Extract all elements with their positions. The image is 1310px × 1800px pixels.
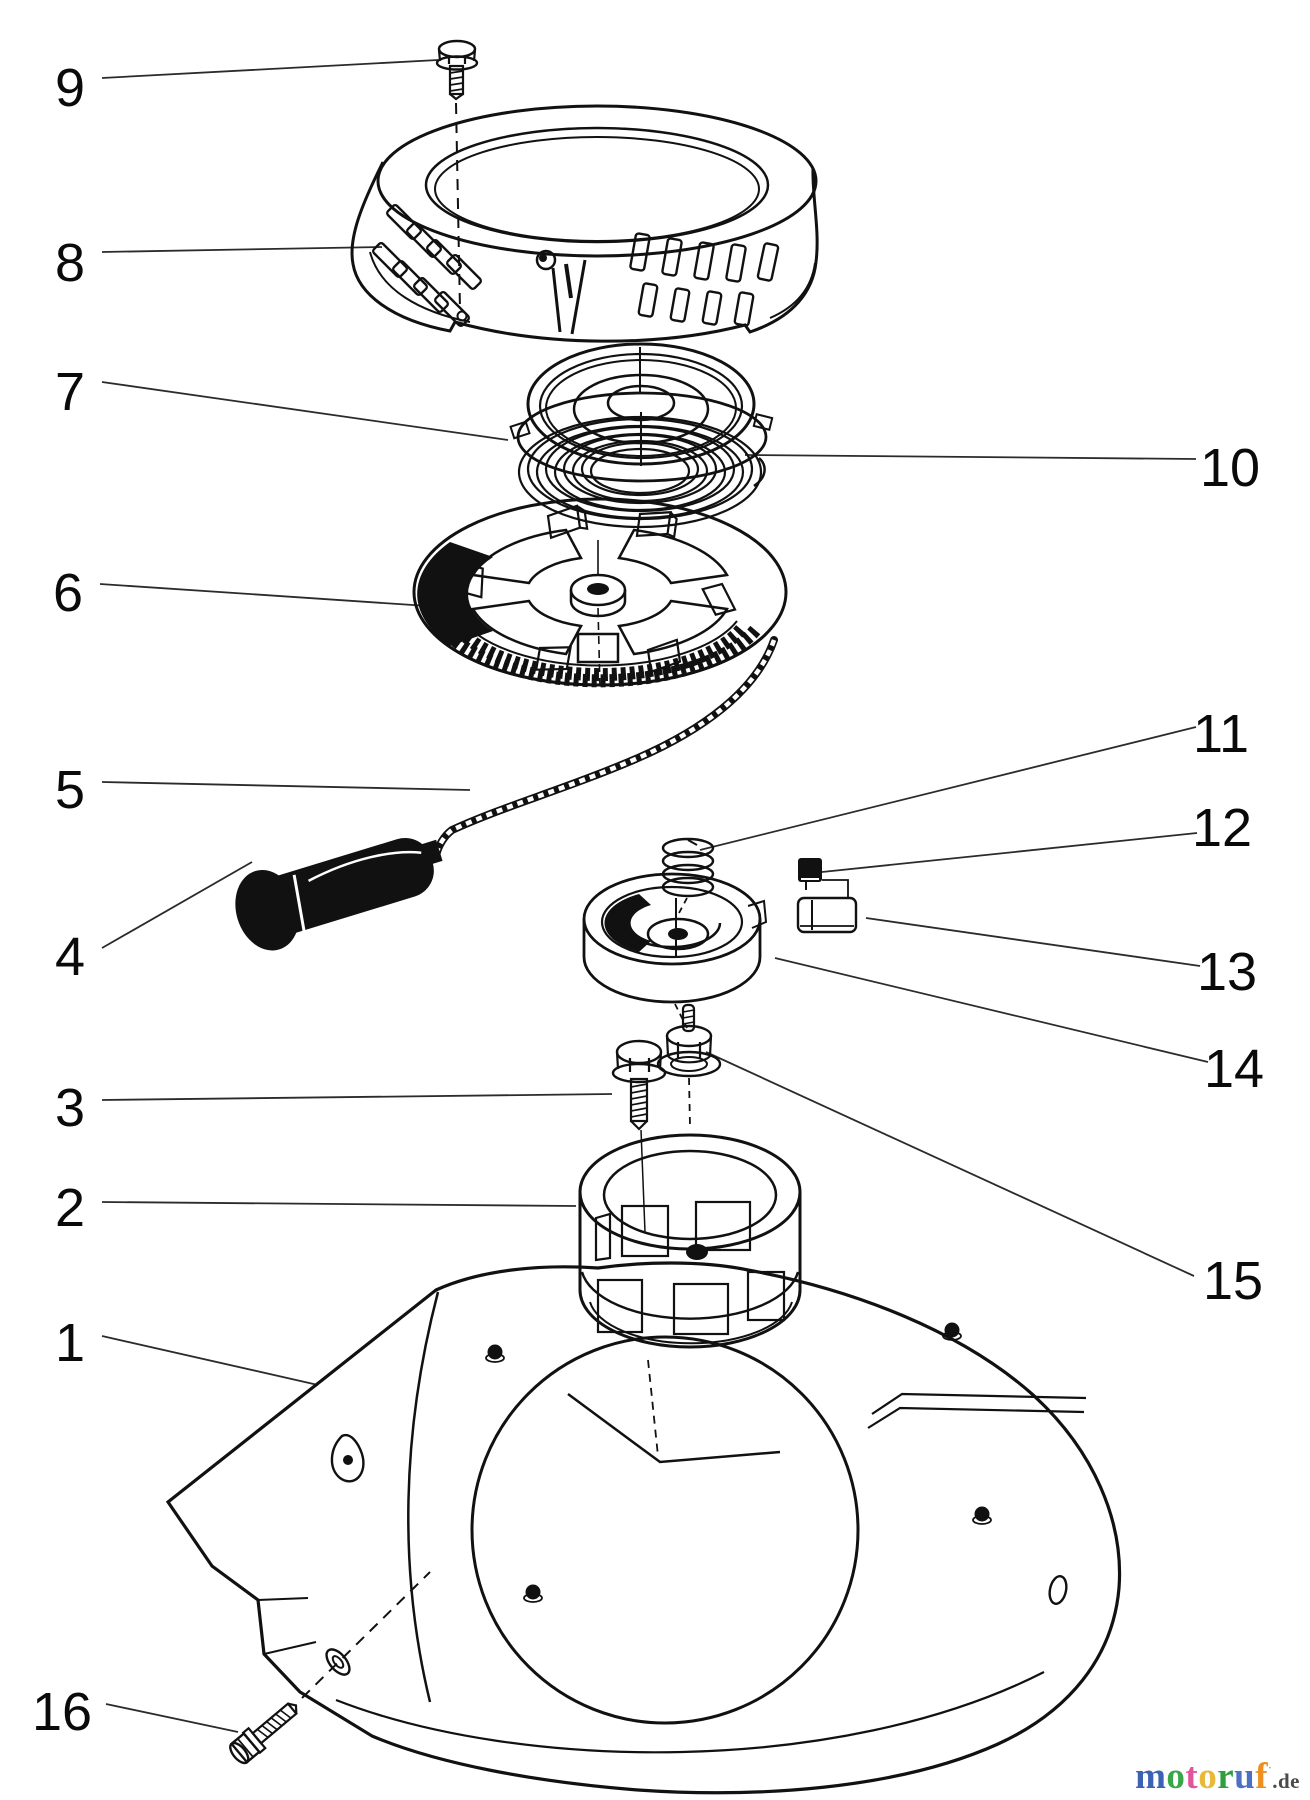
part-label-1: 1 [55,1313,85,1373]
part-label-2: 2 [55,1178,85,1238]
screw-3-axis-line [640,1129,646,1233]
leader-line-1 [101,1335,319,1386]
vent-slots-left [372,204,482,327]
vent-slots-right [629,232,780,327]
leader-line-11 [699,726,1197,851]
leader-line-13 [865,917,1201,967]
part-label-9: 9 [55,58,85,118]
leader-line-3 [101,1093,613,1101]
part-starter-handle-4 [235,837,443,951]
watermark-suffix: .de [1272,1769,1300,1793]
pulley-fins [460,504,737,674]
leader-line-6 [99,583,429,607]
part-label-10: 10 [1200,438,1260,498]
callout-labels: 9 8 7 6 5 4 3 2 1 16 10 11 12 13 14 15 [32,58,1264,1742]
part-label-11: 11 [1193,704,1249,764]
watermark-letter: o [1166,1756,1186,1797]
leader-line-14 [774,957,1209,1063]
leader-lines [99,59,1209,1733]
part-label-5: 5 [55,760,85,820]
part-screw-washer-15 [656,1003,722,1127]
part-label-7: 7 [55,362,85,422]
watermark-letter: f [1255,1756,1269,1797]
part-label-13: 13 [1197,942,1257,1002]
part-label-16: 16 [32,1682,92,1742]
pulley-hub [569,540,627,689]
leader-line-12 [821,832,1198,873]
part-label-3: 3 [55,1078,85,1138]
leader-line-9 [101,59,439,79]
part-starter-cup-2 [578,1133,802,1349]
leader-line-10 [744,454,1197,460]
part-label-12: 12 [1192,798,1252,858]
housing-teardrop-hole [330,1433,365,1483]
leader-line-8 [101,246,383,253]
part-label-4: 4 [55,927,85,987]
part-spring-cover-7 [509,342,774,483]
part-blower-housing-1 [165,1261,1122,1795]
part-screw-3 [611,1039,667,1131]
part-recoil-clutch-14 [582,872,768,1029]
watermark: motoruf˙.de [1135,1755,1300,1798]
watermark-letter: t [1185,1756,1199,1797]
watermark-letter: m [1135,1756,1167,1797]
leader-line-7 [101,381,509,441]
part-pawl-12 [798,858,822,890]
watermark-letter: r [1217,1756,1235,1797]
watermark-trademark: ˙ [1268,1765,1273,1778]
bolt-washer [325,1648,351,1676]
housing-oval-hole [1048,1575,1068,1605]
housing-opening [470,1335,860,1725]
part-retainer-13 [796,896,858,934]
part-label-15: 15 [1203,1251,1263,1311]
part-label-6: 6 [53,563,83,623]
housing-pivot-detail [535,249,587,335]
part-pulley-wheel-6 [412,497,788,689]
leader-line-5 [101,781,471,791]
leader-line-15 [705,1051,1195,1277]
housing-screw-hole [456,310,468,322]
leader-line-16 [105,1703,239,1733]
clutch-shadow [604,894,651,952]
part-label-8: 8 [55,233,85,293]
rope-band-texture [437,623,763,688]
watermark-letter: o [1198,1756,1218,1797]
part-starter-rope-5 [432,636,778,860]
leader-line-2 [101,1201,577,1207]
part-label-14: 14 [1204,1039,1264,1099]
part-bolt-16 [229,1571,431,1765]
leader-line-4 [101,861,253,949]
shadow-crescent [417,542,493,646]
housing-bosses [485,1322,992,1603]
housing-keyway [567,1392,781,1464]
part-recoil-housing-8 [350,104,819,343]
pawl-connector-line [822,879,849,898]
watermark-word: motoruf [1135,1756,1268,1797]
watermark-letter: u [1234,1756,1256,1797]
